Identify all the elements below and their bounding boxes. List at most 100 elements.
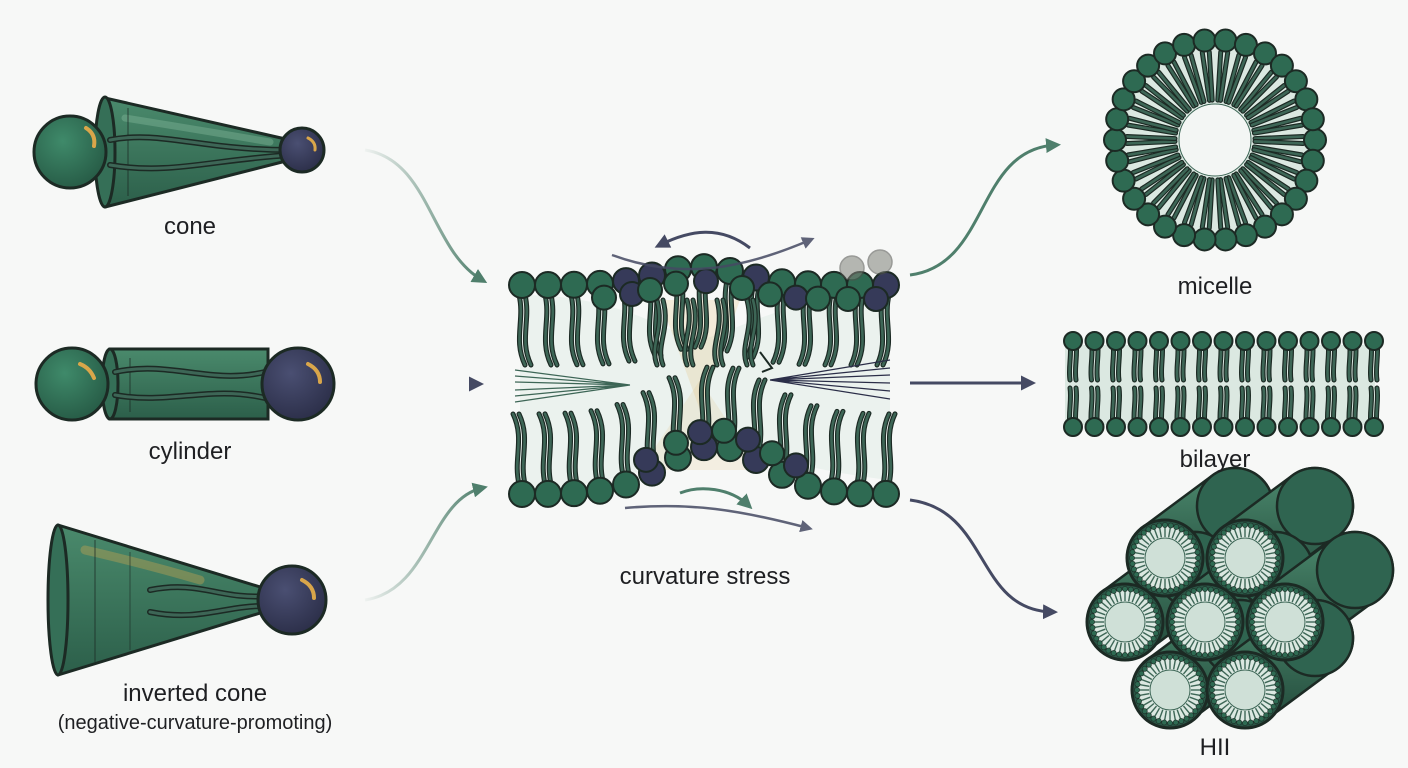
micelle-headgroup xyxy=(1233,223,1258,248)
membrane-bottom-headgroup xyxy=(687,419,713,446)
membrane-top-headgroup xyxy=(693,268,719,295)
membrane-top-headgroup xyxy=(729,274,755,301)
bilayer-top-headgroup xyxy=(1127,331,1148,351)
micelle-headgroup xyxy=(1172,32,1197,57)
membrane-top-headgroup xyxy=(637,277,663,304)
bilayer-bottom-headgroup xyxy=(1321,417,1341,437)
membrane-top-headgroup xyxy=(757,281,783,308)
micelle xyxy=(1103,28,1327,252)
micelle-headgroup xyxy=(1192,227,1217,252)
membrane-top-headgroup xyxy=(663,270,689,297)
bilayer-bottom-headgroup xyxy=(1235,417,1255,437)
hexagonal-phase-hii xyxy=(1085,466,1395,730)
micelle-headgroup xyxy=(1294,168,1319,193)
label-bilayer: bilayer xyxy=(1179,446,1251,473)
micelle-headgroup xyxy=(1269,53,1294,78)
membrane-bottom-headgroup xyxy=(846,479,874,508)
bilayer-top-headgroup xyxy=(1364,331,1384,351)
bilayer-top-headgroup xyxy=(1063,331,1083,351)
micelle-headgroup xyxy=(1136,53,1161,78)
membrane-bottom-headgroup xyxy=(872,479,900,508)
bilayer-bottom-headgroup xyxy=(1278,417,1298,437)
membrane-bottom-headgroup xyxy=(663,429,689,456)
micelle-headgroup xyxy=(1269,202,1294,227)
micelle-headgroup xyxy=(1111,87,1136,112)
bilayer-top-headgroup xyxy=(1342,331,1363,351)
bilayer-top-headgroup xyxy=(1235,331,1255,351)
cone-large-head xyxy=(32,114,108,190)
micelle-headgroup xyxy=(1105,107,1130,132)
arrow-cone-to-center xyxy=(364,148,488,284)
stress-arrow-top-left xyxy=(654,230,751,250)
stress-lines-left xyxy=(514,369,631,403)
bilayer-top-headgroup xyxy=(1106,331,1126,351)
micelle-headgroup xyxy=(1213,28,1238,53)
membrane-bottom-headgroup xyxy=(633,446,659,473)
bilayer-bottom-headgroup xyxy=(1063,417,1083,437)
bilayer-bottom-headgroup xyxy=(1364,417,1384,437)
bilayer-top-headgroup xyxy=(1213,331,1234,351)
bilayer-bottom-headgroup xyxy=(1213,417,1234,437)
micelle-headgroup xyxy=(1300,148,1325,173)
label-inverted-cone-note: (negative-curvature-promoting) xyxy=(57,712,333,734)
bilayer-bottom-headgroup xyxy=(1299,417,1320,437)
membrane-bottom-headgroup xyxy=(612,470,640,499)
micelle-headgroup xyxy=(1283,69,1308,94)
membrane-bottom-headgroup xyxy=(783,452,809,479)
micelle-headgroup xyxy=(1303,128,1327,152)
micelle-headgroup xyxy=(1300,107,1325,132)
arrow-to-micelle xyxy=(909,138,1061,277)
micelle-headgroup xyxy=(1111,168,1136,193)
label-hii: HII xyxy=(1199,734,1231,761)
micelle-headgroup xyxy=(1253,41,1277,66)
bilayer-top-headgroup xyxy=(1170,331,1191,351)
membrane-top-headgroup xyxy=(805,285,831,312)
bilayer-bottom-headgroup xyxy=(1342,417,1363,437)
micelle-headgroup xyxy=(1294,87,1319,112)
cylinder-shape xyxy=(34,346,336,422)
membrane-ghost-headgroup xyxy=(839,255,865,281)
bilayer-top-headgroup xyxy=(1149,331,1169,351)
bilayer-top-headgroup xyxy=(1192,331,1212,351)
bilayer-top-headgroup xyxy=(1084,331,1105,351)
label-cone: cone xyxy=(163,213,217,240)
label-cylinder: cylinder xyxy=(148,438,232,465)
membrane-bottom-headgroup xyxy=(794,471,822,500)
micelle-headgroup xyxy=(1283,186,1308,211)
membrane-bottom-headgroup xyxy=(508,479,536,508)
stress-arrow-bottom-right xyxy=(624,504,813,533)
bilayer-bottom-headgroup xyxy=(1192,417,1212,437)
micelle-headgroup xyxy=(1122,186,1147,211)
bilayer-bottom-headgroup xyxy=(1127,417,1148,437)
bilayer-bottom-headgroup xyxy=(1084,417,1105,437)
membrane-top-headgroup xyxy=(508,270,536,299)
label-curvature-stress: curvature stress xyxy=(619,563,791,590)
stress-arrow-bottom-left xyxy=(679,487,753,510)
bilayer-top-headgroup xyxy=(1299,331,1320,351)
stress-lines-right xyxy=(769,359,891,400)
bilayer-bottom-headgroup xyxy=(1149,417,1169,437)
arrow-inverted-cone-to-center xyxy=(364,482,488,602)
arrow-to-hii xyxy=(909,498,1058,620)
label-inverted-cone: inverted cone xyxy=(122,680,268,707)
membrane-ghost-headgroup xyxy=(867,249,893,275)
bilayer-bottom-headgroup xyxy=(1170,417,1191,437)
bilayer-top-headgroup xyxy=(1256,331,1277,351)
bilayer-bottom-headgroup xyxy=(1256,417,1277,437)
membrane-bottom-headgroup xyxy=(759,440,785,467)
stress-arrow-top-right xyxy=(611,237,815,271)
bilayer-bottom-headgroup xyxy=(1106,417,1126,437)
bilayer-top-headgroup xyxy=(1278,331,1298,351)
membrane-top-headgroup xyxy=(835,285,861,312)
membrane-top-headgroup xyxy=(783,284,809,311)
micelle-headgroup xyxy=(1213,227,1238,252)
bilayer xyxy=(1063,331,1384,437)
membrane-top-headgroup xyxy=(534,270,562,299)
inverted-cone-shape xyxy=(46,523,328,677)
membrane-top-headgroup xyxy=(863,285,889,312)
membrane-bottom-headgroup xyxy=(560,479,588,508)
label-micelle: micelle xyxy=(1177,273,1253,300)
membrane-bottom-headgroup xyxy=(711,417,737,444)
micelle-headgroup xyxy=(1103,128,1127,152)
